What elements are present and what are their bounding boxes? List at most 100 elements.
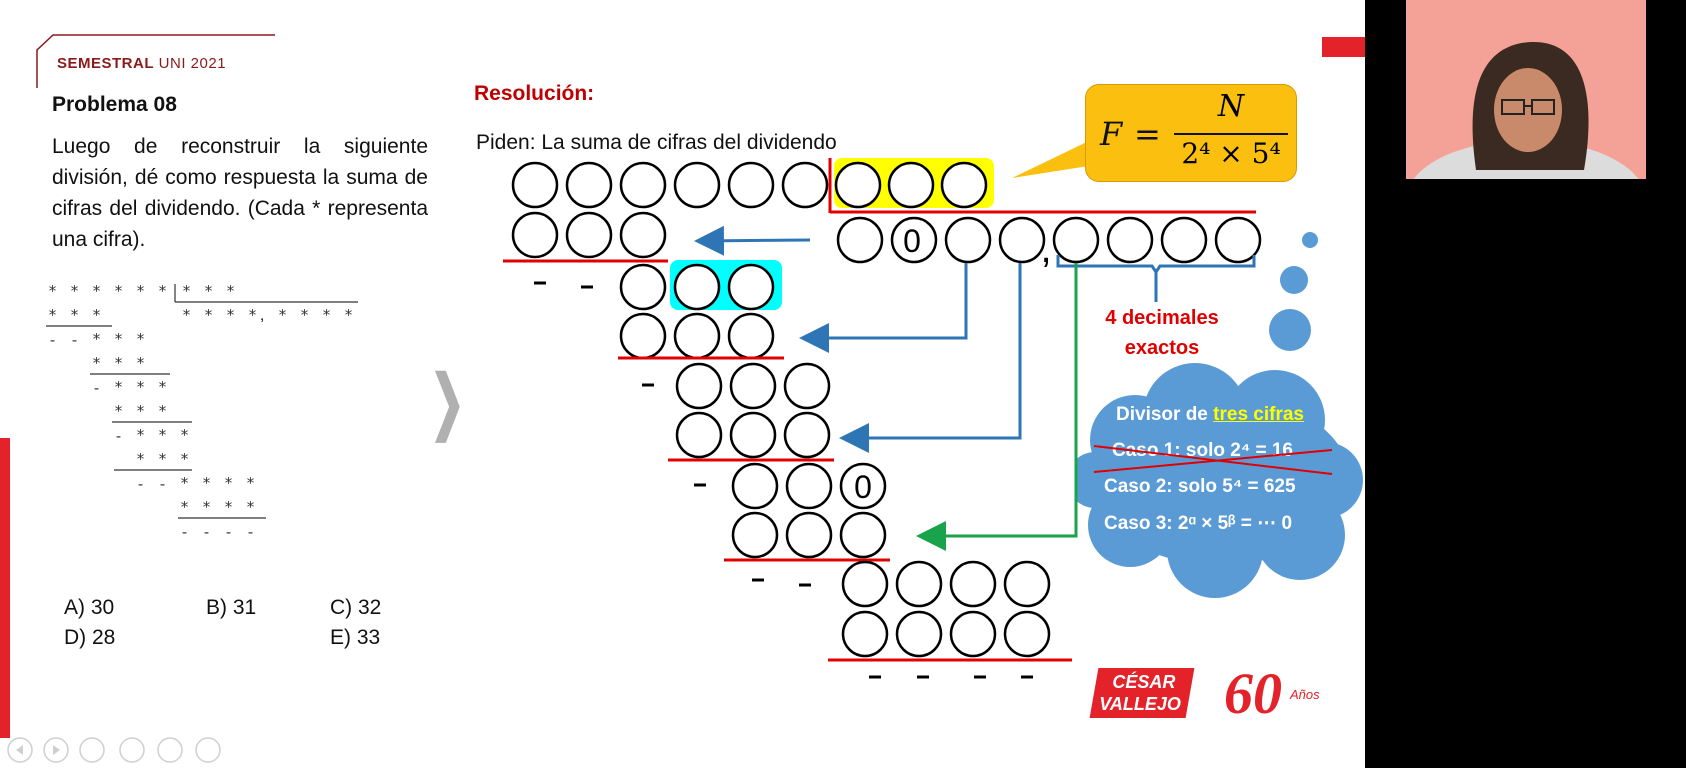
quotient-digit [998, 216, 1046, 264]
next-slide-chevron-icon[interactable]: ❯ [429, 362, 465, 440]
formula-equals: = [1134, 115, 1161, 153]
asterisk: * [202, 474, 211, 492]
case-2: Caso 2: solo 5⁴ = 625 [1104, 476, 1296, 497]
top-right-accent [1322, 37, 1365, 57]
subtrahend-digit [619, 312, 667, 360]
minus-sign: - [114, 427, 123, 445]
dividend-yellow-digit [834, 161, 882, 209]
case-3: Caso 3: 2ᵅ × 5ᵝ = ⋯ 0 [1104, 513, 1293, 534]
subtrahend-digit [565, 211, 613, 259]
asterisk: * [92, 306, 101, 324]
asterisk: * [92, 330, 101, 348]
formula-callout: F = N 2⁴ × 5⁴ [1085, 84, 1297, 182]
subtrahend-digit [1003, 610, 1051, 658]
subtrahend-digit [841, 610, 889, 658]
header-frame [36, 34, 275, 88]
asterisk: * [48, 282, 57, 300]
partial-digit [783, 362, 831, 410]
slides-icon [119, 737, 145, 763]
more-icon [195, 737, 221, 763]
asterisk-comma: , [260, 307, 264, 324]
option-b[interactable]: B) 31 [206, 596, 257, 619]
partial-digit [675, 362, 723, 410]
resolution-title: Resolución: [474, 82, 595, 105]
play-icon [43, 737, 69, 763]
dividend-digit [673, 161, 721, 209]
quotient-digit [1160, 216, 1208, 264]
subtrahend-digit [729, 411, 777, 459]
option-d[interactable]: D) 28 [64, 626, 116, 649]
quotient-zero: 0 [903, 223, 921, 259]
asterisk: * [322, 306, 331, 324]
subtrahend-digit [895, 610, 943, 658]
asterisk: * [92, 282, 101, 300]
case-1-strike-lines [1093, 445, 1333, 475]
asterisk: * [278, 306, 287, 324]
asterisk: * [182, 282, 191, 300]
asterisk: * [224, 498, 233, 516]
subtrahend-digit [731, 511, 779, 559]
arrow-to-row2 [694, 225, 811, 256]
asterisk: * [226, 282, 235, 300]
asterisk: * [136, 426, 145, 444]
dividend-digit [781, 161, 829, 209]
cloud-title: Divisor de tres cifras [1116, 404, 1304, 425]
dividend-digit [565, 161, 613, 209]
asterisk: * [226, 306, 235, 324]
pen-icon [79, 737, 105, 763]
asterisk: * [300, 306, 309, 324]
asterisk: * [158, 402, 167, 420]
dividend-digit [619, 161, 667, 209]
presenter-silhouette [1413, 41, 1639, 179]
presentation-toolbar[interactable] [2, 736, 242, 766]
cloud-text: Divisor de tres cifras Caso 1: solo 2⁴ =… [1098, 404, 1338, 548]
minus-sign: - [136, 475, 145, 493]
asterisk: * [136, 282, 145, 300]
minus-sign: - [180, 523, 189, 541]
partial-digit [731, 462, 779, 510]
asterisk-division-diagram: ****************,****--******-******-***… [46, 282, 358, 541]
case-1-crossed: Caso 1: solo 2⁴ = 16 [1112, 440, 1294, 461]
arrow-to-row6 [839, 263, 1022, 453]
prev-icon [7, 737, 33, 763]
partial-digit [785, 462, 833, 510]
subtrahend-digit [783, 411, 831, 459]
asterisk: * [180, 450, 189, 468]
option-c[interactable]: C) 32 [330, 596, 382, 619]
zoom-icon [157, 737, 183, 763]
asterisk: * [180, 474, 189, 492]
partial-digit [895, 560, 943, 608]
asterisk: * [114, 330, 123, 348]
option-e[interactable]: E) 33 [330, 626, 381, 649]
subtrahend-digit [675, 411, 723, 459]
asterisk: * [224, 474, 233, 492]
subtrahend-digit [727, 312, 775, 360]
subtrahend-digit [619, 211, 667, 259]
formula-denominator: 2⁴ × 5⁴ [1181, 137, 1281, 170]
green-arrow-to-row8 [916, 263, 1078, 551]
asterisk: * [114, 354, 123, 372]
asterisk: * [204, 282, 213, 300]
problem-statement: Luego de reconstruir la siguiente divisi… [52, 135, 428, 251]
divisor-cloud [1075, 363, 1363, 598]
minus-sign: - [70, 331, 79, 349]
partial-zero: 0 [854, 469, 872, 505]
problem-title: Problema 08 [52, 93, 177, 116]
formula-f: F [1100, 115, 1123, 153]
quotient-digit [836, 216, 884, 264]
asterisk: * [136, 402, 145, 420]
cloud-bubbles [1269, 232, 1318, 351]
quotient-digit [890, 216, 938, 264]
long-division-diagram: 0,0 [503, 158, 1262, 679]
minus-sign: - [158, 475, 167, 493]
piden-text: Piden: La suma de cifras del dividendo [476, 131, 837, 154]
asterisk: * [180, 498, 189, 516]
asterisk: * [202, 498, 211, 516]
brand-title: SEMESTRAL UNI 2021 [57, 55, 227, 72]
dividend-yellow-digit [940, 161, 988, 209]
option-a[interactable]: A) 30 [64, 596, 115, 619]
partial-digit [1003, 560, 1051, 608]
asterisk: * [70, 306, 79, 324]
quotient-digit [1052, 216, 1100, 264]
asterisk: * [114, 378, 123, 396]
